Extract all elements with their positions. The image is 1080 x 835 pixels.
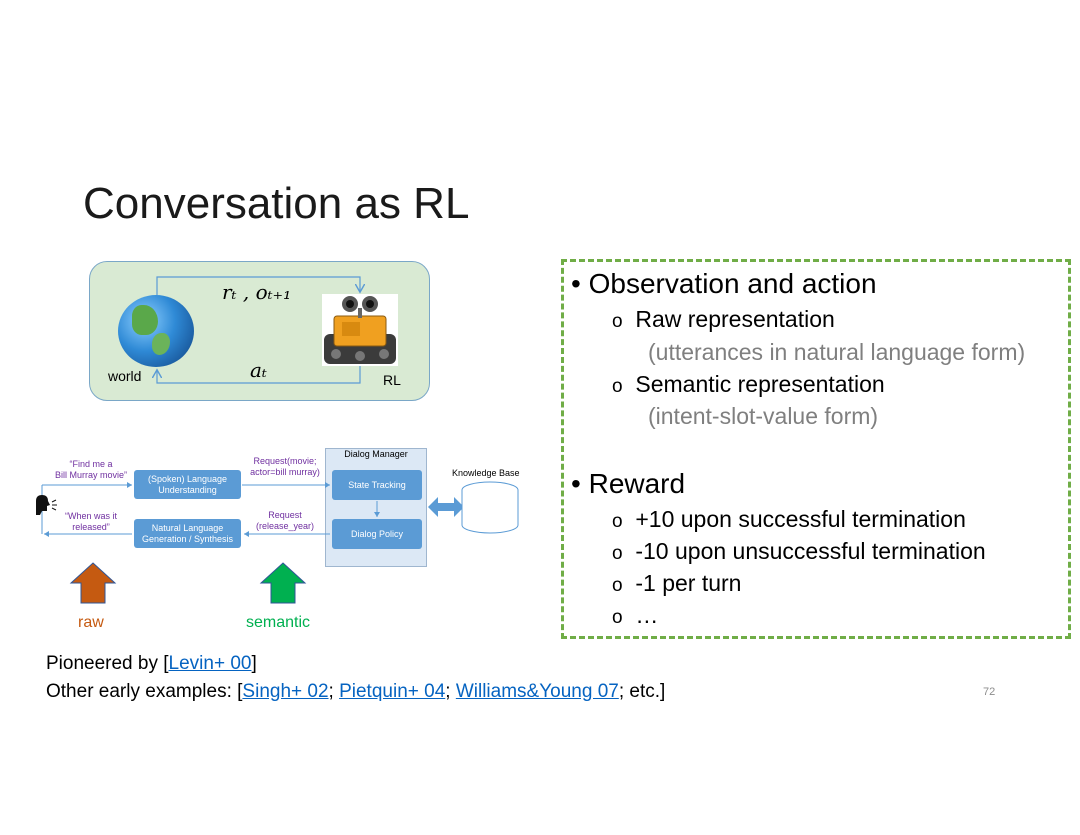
user-utterance-find-movie: “Find me a Bill Murray movie” [54, 459, 127, 480]
action-label: aₜ [250, 358, 267, 382]
nlu-box: (Spoken) Language Understanding [134, 470, 241, 499]
robot-icon [322, 294, 398, 366]
ref-link-singh[interactable]: Singh+ 02 [242, 681, 329, 702]
slide-title: Conversation as RL [83, 179, 470, 228]
reward-observation-label: rₜ , oₜ₊₁ [222, 280, 292, 304]
early-examples-line: Other early examples: [Singh+ 02; Pietqu… [46, 681, 666, 702]
ref-link-pietquin[interactable]: Pietquin+ 04 [339, 681, 446, 702]
kb-double-arrow [428, 497, 464, 517]
reward-heading: • Reward [571, 468, 686, 499]
page-number: 72 [983, 686, 996, 698]
request-movie-label: Request(movie; actor=bill murray) [250, 456, 320, 477]
action-arrow [157, 366, 361, 384]
reward-item: o … [612, 602, 659, 628]
globe-icon [118, 295, 194, 367]
rl-agent-label: RL [383, 372, 401, 388]
raw-representation-item: o Raw representation [612, 306, 835, 332]
raw-arrow [69, 562, 117, 604]
rl-loop-arrows [89, 276, 430, 384]
state-tracking-box: State Tracking [332, 470, 422, 500]
semantic-label: semantic [246, 614, 311, 631]
speaking-head-icon [36, 495, 57, 515]
request-release-label: Request (release_year) [255, 510, 315, 531]
reward-item: o -1 per turn [612, 570, 742, 596]
semantic-arrow [259, 562, 307, 604]
pioneered-line: Pioneered by [Levin+ 00] [46, 653, 257, 674]
reward-item: o +10 upon successful termination [612, 506, 966, 532]
ref-link-williams-young[interactable]: Williams&Young 07 [455, 681, 619, 702]
raw-label: raw [78, 614, 104, 631]
user-utterance-release: “When was it released” [64, 511, 117, 532]
observation-heading: • Observation and action [571, 268, 877, 299]
semantic-representation-note: (intent-slot-value form) [648, 403, 879, 429]
reward-item: o -10 upon unsuccessful termination [612, 538, 986, 564]
raw-representation-note: (utterances in natural language form) [648, 339, 1026, 365]
semantic-representation-item: o Semantic representation [612, 371, 885, 397]
knowledge-base-label: Knowledge Base [452, 468, 520, 478]
reward-observation-arrow [156, 276, 360, 295]
dialog-policy-box: Dialog Policy [332, 519, 422, 549]
dialog-manager-title: Dialog Manager [344, 449, 408, 459]
world-label: world [108, 368, 142, 384]
bullet-box [561, 259, 1071, 639]
ref-link-levin[interactable]: Levin+ 00 [168, 653, 252, 674]
nlg-box: Natural Language Generation / Synthesis [134, 519, 241, 548]
dialog-flow-arrows [36, 481, 519, 604]
knowledge-base-cylinder [461, 481, 519, 534]
